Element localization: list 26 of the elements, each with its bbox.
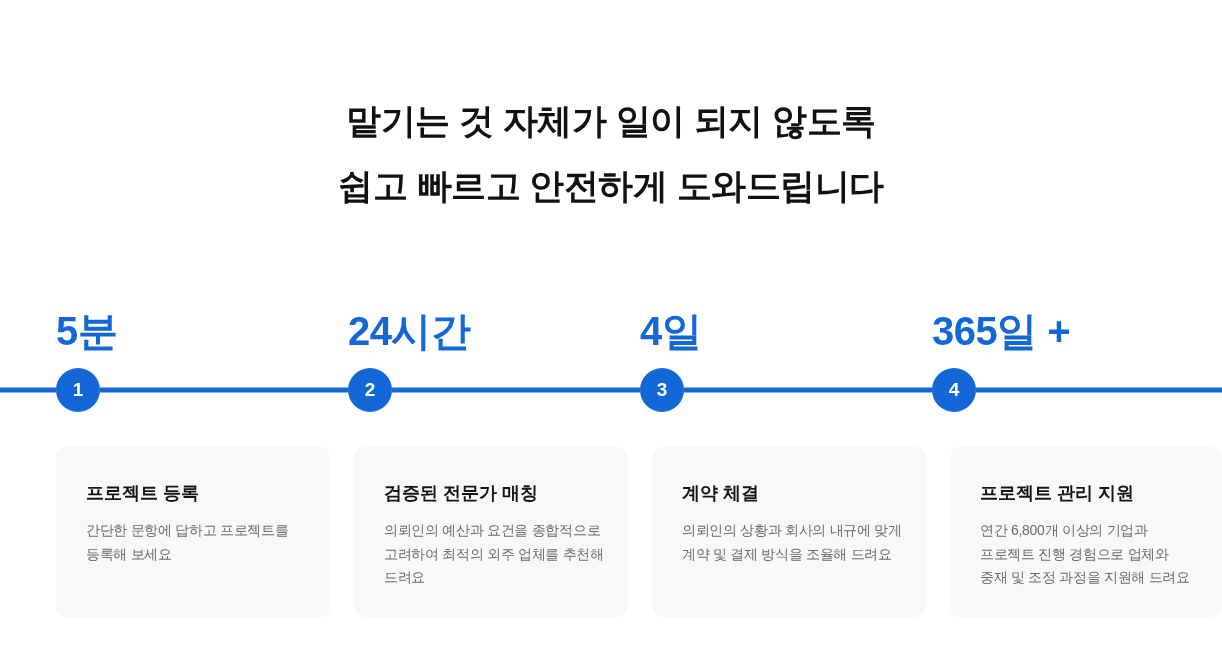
duration-label: 365일 +: [932, 308, 1071, 354]
step-number: 4: [948, 379, 960, 401]
card-heading: 검증된 전문가 매칭: [384, 482, 539, 505]
card-heading: 프로젝트 등록: [86, 482, 200, 505]
timeline-line: [0, 387, 56, 393]
duration-label: 4일: [640, 308, 702, 354]
step-circle: [348, 368, 392, 412]
card-heading: 프로젝트 관리 지원: [980, 482, 1135, 505]
step-number: 1: [72, 379, 84, 401]
step-circle: [640, 368, 684, 412]
duration-label: 5분: [56, 308, 118, 354]
duration-label: 24시간: [348, 308, 471, 354]
timeline-line: [976, 387, 1222, 393]
card-description: 의뢰인의 예산과 요건을 종합적으로 고려하여 최적의 외주 업체를 추천해 드려요: [384, 521, 604, 587]
step-number: 3: [656, 379, 668, 401]
card-description: 의뢰인의 상황과 회사의 내규에 맞게 계약 및 결제 방식을 조율해 드려요: [682, 521, 902, 564]
timeline-line: [100, 387, 348, 393]
card-description: 연간 6,800개 이상의 기업과 프로젝트 진행 경험으로 업체와 중재 및 조정 과정을 지원해 드려요: [980, 521, 1191, 587]
timeline-line: [392, 387, 640, 393]
step-circle: [932, 368, 976, 412]
timeline-line: [684, 387, 932, 393]
step-number: 2: [364, 379, 376, 401]
card-heading: 계약 체결: [682, 482, 760, 505]
card-description: 간단한 문항에 답하고 프로젝트를 등록해 보세요: [86, 521, 290, 564]
step-circle: [56, 368, 100, 412]
page-title: 맡기는 것 자체가 일이 되지 않도록 쉽고 빠르고 안전하게 도와드립니다: [337, 100, 885, 207]
